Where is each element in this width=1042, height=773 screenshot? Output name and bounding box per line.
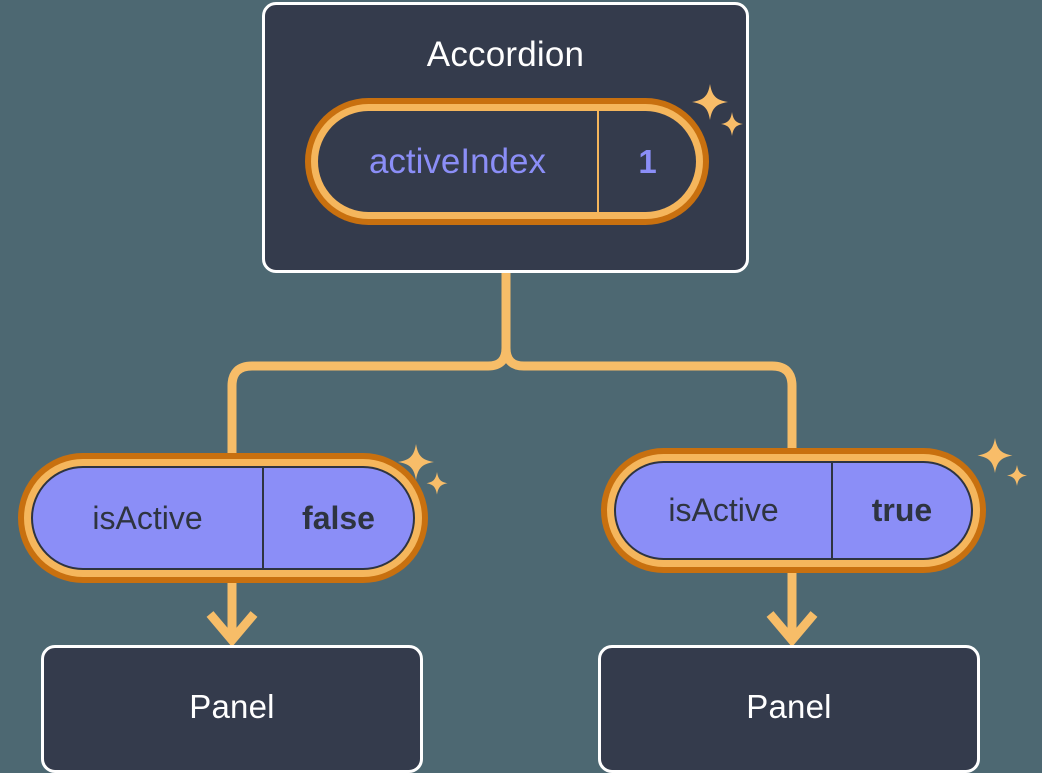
pill-ring-inner: isActive false — [24, 459, 422, 577]
state-pill-activeindex[interactable]: activeIndex 1 — [305, 98, 709, 225]
pill-ring-inner: isActive true — [607, 454, 980, 567]
pill-body: isActive false — [31, 466, 415, 570]
sparkle-icon-small — [426, 472, 448, 495]
state-pill-isactive-true[interactable]: isActive true — [601, 448, 986, 573]
sparkle-icon-small — [1007, 465, 1027, 486]
state-value-activeindex: 1 — [638, 142, 657, 180]
arrow-down-left-head — [206, 611, 258, 647]
accordion-title: Accordion — [426, 35, 585, 74]
pill-body: isActive true — [614, 461, 973, 560]
sparkle-icon-large — [977, 438, 1013, 473]
arrow-down-right-head — [766, 611, 818, 647]
state-key-isactive-left: isActive — [92, 499, 203, 536]
connector-split-left — [227, 347, 511, 455]
connector-split-right — [501, 347, 797, 450]
panel-title-left: Panel — [189, 688, 275, 725]
state-value-isactive-right: true — [831, 463, 971, 558]
state-key-activeindex: activeIndex — [318, 111, 599, 212]
pill-ring-inner: activeIndex 1 — [311, 104, 703, 219]
panel-component-card-right[interactable]: Panel — [598, 645, 980, 773]
panel-component-card-left[interactable]: Panel — [41, 645, 423, 773]
pill-body: activeIndex 1 — [318, 111, 696, 212]
panel-title-right: Panel — [746, 688, 832, 725]
sparkle-icon-true — [972, 432, 1034, 494]
state-key-isactive-right: isActive — [668, 492, 779, 528]
state-value-isactive-left: false — [262, 468, 413, 568]
state-pill-isactive-false[interactable]: isActive false — [18, 453, 428, 583]
